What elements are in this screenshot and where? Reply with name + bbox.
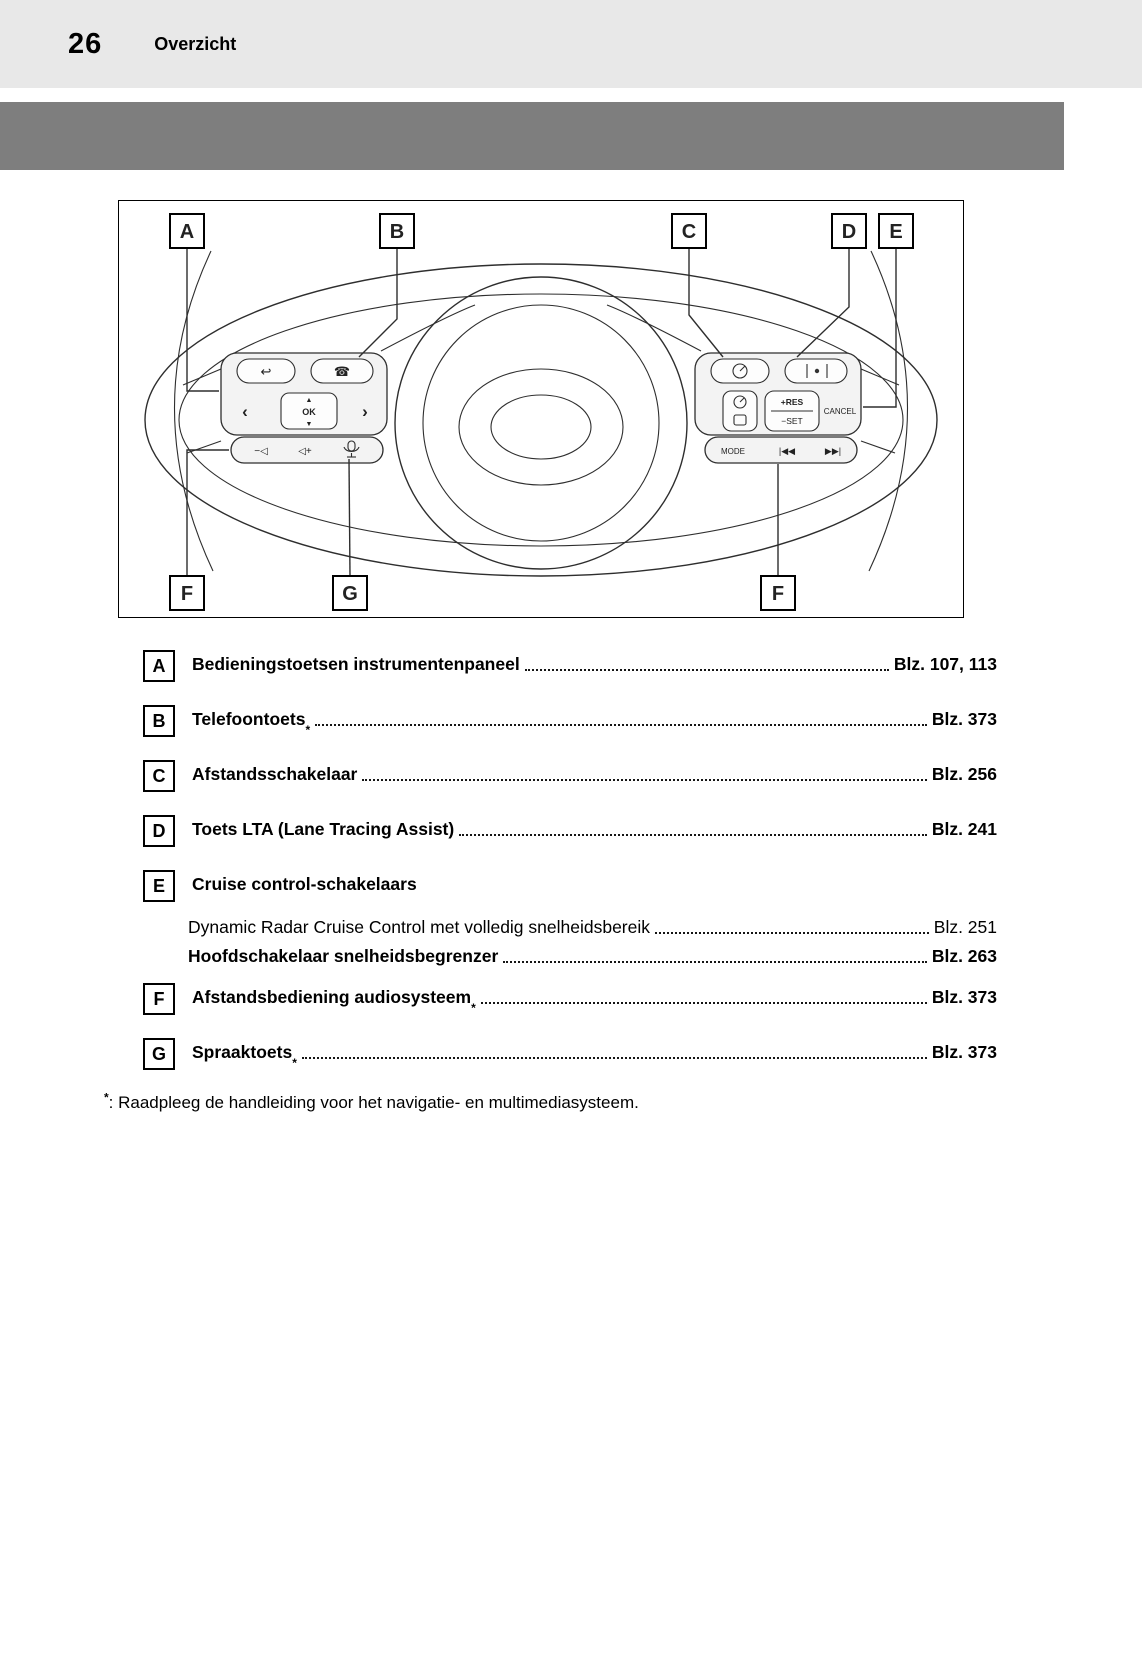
legend-sublabel-e2: Hoofdschakelaar snelheidsbegrenzer	[188, 946, 499, 966]
callout-lines	[186, 248, 897, 577]
down-arrow-icon: ▼	[306, 421, 313, 428]
speed-limiter-button	[722, 390, 758, 432]
legend-letter-d: D	[143, 815, 175, 847]
legend-subpage-e2: Blz. 263	[931, 946, 997, 966]
left-control-pod: ↩ ☎ ‹ › ▲ OK ▼	[220, 352, 388, 436]
legend-label-a: Bedieningstoetsen instrumentenpaneel	[192, 654, 520, 674]
back-icon: ↩	[261, 364, 272, 379]
legend-row-f: F Afstandsbediening audiosysteem* Blz. 3…	[143, 983, 997, 1015]
page-number: 26	[68, 27, 103, 60]
legend-row-g: G Spraaktoets* Blz. 373	[143, 1038, 997, 1070]
callout-letter-f1: F	[181, 583, 193, 605]
legend-row-e: E Cruise control-schakelaars	[143, 870, 997, 902]
callout-box-b	[379, 213, 415, 249]
mode-label: MODE	[721, 447, 745, 456]
legend-subrow-e2: Hoofdschakelaar snelheidsbegrenzer Blz. …	[188, 946, 997, 967]
phone-button	[310, 358, 374, 384]
cruise-control-pod: +RES −SET CANCEL	[694, 352, 862, 436]
dot-leader	[362, 779, 927, 781]
mic-icon	[343, 440, 360, 458]
left-arrow-icon: ‹	[242, 402, 248, 421]
callout-letter-c: C	[682, 221, 696, 243]
audio-control-pod: −◁ ◁+	[230, 436, 384, 464]
back-button	[236, 358, 296, 384]
steering-wheel-drawing: ↩ ☎ ‹ › ▲ OK ▼ −◁ ◁+	[144, 213, 938, 611]
set-label: −SET	[781, 416, 803, 426]
steering-wheel-hub	[182, 276, 900, 570]
legend-page-a: Blz. 107, 113	[893, 654, 997, 674]
legend-letter-e: E	[143, 870, 175, 902]
legend-row-d: D Toets LTA (Lane Tracing Assist) Blz. 2…	[143, 815, 997, 847]
callout-box-c	[671, 213, 707, 249]
callout-box-f2	[760, 575, 796, 611]
distance-switch-icon	[732, 363, 748, 379]
callout-letter-d: D	[842, 221, 856, 243]
footnote: *: Raadpleeg de handleiding voor het nav…	[104, 1090, 1142, 1113]
callout-box-a	[169, 213, 205, 249]
volume-down-icon: −◁	[254, 446, 268, 457]
legend-label-g: Spraaktoets	[192, 1042, 293, 1062]
callout-box-f1	[169, 575, 205, 611]
legend-letter-c: C	[143, 760, 175, 792]
right-arrow-icon: ›	[362, 402, 368, 421]
dot-leader	[480, 1002, 927, 1004]
legend-letter-g: G	[143, 1038, 175, 1070]
prev-track-icon: |◀◀	[779, 446, 795, 456]
steering-wheel-diagram: ↩ ☎ ‹ › ▲ OK ▼ −◁ ◁+	[118, 200, 964, 618]
callout-letter-g: G	[342, 583, 358, 605]
legend-subrow-e1: Dynamic Radar Cruise Control met volledi…	[188, 917, 997, 938]
legend-page-b: Blz. 373	[931, 709, 997, 729]
callout-box-d	[831, 213, 867, 249]
callout-letter-f2: F	[772, 583, 784, 605]
up-arrow-icon: ▲	[306, 397, 313, 404]
speed-limiter-icon	[733, 395, 747, 426]
ok-button-label: OK	[302, 407, 316, 417]
section-tab-band	[0, 102, 1064, 170]
callout-letter-b: B	[390, 221, 404, 243]
dot-leader	[503, 961, 927, 963]
footnote-marker: *	[104, 1090, 109, 1105]
dot-leader	[315, 724, 927, 726]
legend-letter-a: A	[143, 650, 175, 682]
legend-row-a: A Bedieningstoetsen instrumentenpaneel B…	[143, 650, 997, 682]
dot-leader	[459, 834, 927, 836]
legend-label-c: Afstandsschakelaar	[192, 764, 358, 784]
legend-sublabel-e1: Dynamic Radar Cruise Control met volledi…	[188, 917, 651, 937]
legend-page-g: Blz. 373	[931, 1042, 997, 1062]
legend-label-f: Afstandsbediening audiosysteem	[192, 987, 472, 1007]
callout-box-e	[878, 213, 914, 249]
legend-label-d: Toets LTA (Lane Tracing Assist)	[192, 819, 455, 839]
volume-up-icon: ◁+	[298, 446, 312, 457]
legend-subpage-e1: Blz. 251	[933, 917, 997, 937]
legend-row-b: B Telefoontoets* Blz. 373	[143, 705, 997, 737]
lta-icon	[806, 364, 828, 378]
dot-leader	[655, 932, 929, 934]
legend-label-b: Telefoontoets	[192, 709, 306, 729]
callout-boxes: A B C D E F G F	[169, 213, 914, 611]
next-track-icon: ▶▶|	[825, 446, 841, 456]
legend-page-c: Blz. 256	[931, 764, 997, 784]
footnote-text: : Raadpleeg de handleiding voor het navi…	[108, 1093, 639, 1112]
phone-icon: ☎	[334, 364, 350, 379]
legend-page-d: Blz. 241	[931, 819, 997, 839]
section-title: Overzicht	[154, 33, 237, 54]
legend-row-c: C Afstandsschakelaar Blz. 256	[143, 760, 997, 792]
page-header: 26 Overzicht	[0, 0, 1142, 88]
legend-page-f: Blz. 373	[931, 987, 997, 1007]
legend-letter-b: B	[143, 705, 175, 737]
cancel-label: CANCEL	[824, 407, 857, 416]
legend-label-e: Cruise control-schakelaars	[192, 874, 417, 894]
dot-leader	[301, 1057, 927, 1059]
steering-wheel-rim	[144, 250, 938, 577]
legend-letter-f: F	[143, 983, 175, 1015]
mode-seek-pod: MODE |◀◀ ▶▶|	[704, 436, 858, 464]
callout-box-g	[332, 575, 368, 611]
legend: A Bedieningstoetsen instrumentenpaneel B…	[143, 650, 997, 1070]
callout-letter-a: A	[180, 221, 194, 243]
dot-leader	[524, 669, 889, 671]
ok-pad	[280, 392, 338, 430]
callout-letter-e: E	[889, 221, 902, 243]
res-label: +RES	[781, 397, 804, 407]
